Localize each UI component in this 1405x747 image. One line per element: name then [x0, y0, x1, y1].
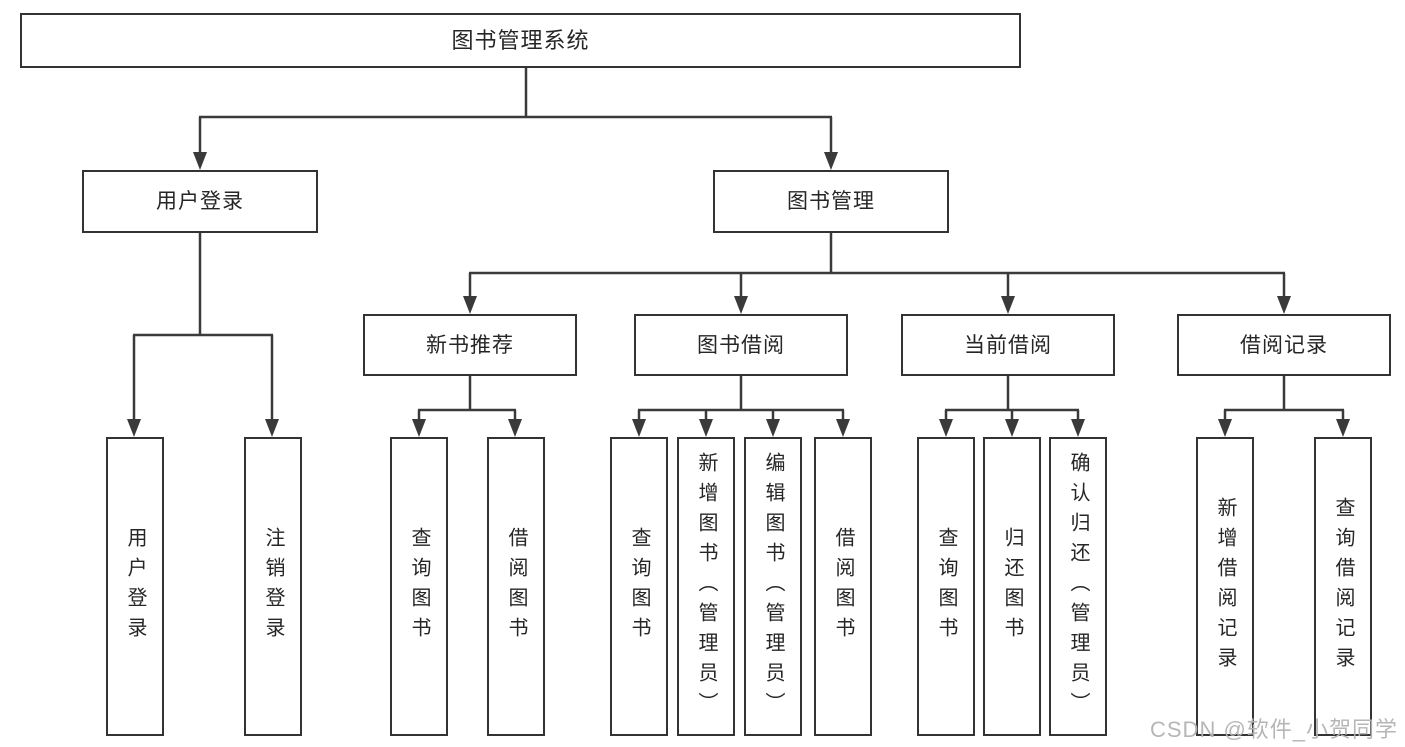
- leaf-logout: 注销登录: [244, 437, 302, 736]
- node-label: 编辑图书（管理员）: [762, 451, 784, 722]
- leaf-borrow-books: 借阅图书: [487, 437, 545, 736]
- node-label: 借阅记录: [1240, 333, 1328, 357]
- node-label: 新书推荐: [426, 333, 514, 357]
- node-borrow-records: 借阅记录: [1177, 314, 1391, 376]
- node-label: 用户登录: [124, 526, 146, 647]
- node-user-login: 用户登录: [82, 170, 318, 233]
- leaf-add-books-admin: 新增图书（管理员）: [677, 437, 735, 736]
- csdn-watermark: CSDN @软件_小贺同学: [1150, 717, 1399, 742]
- leaf-add-borrow-record: 新增借阅记录: [1196, 437, 1254, 736]
- node-current-borrow: 当前借阅: [901, 314, 1115, 376]
- leaf-query-books-2: 查询图书: [610, 437, 668, 736]
- node-label: 当前借阅: [964, 333, 1052, 357]
- node-label: 借阅图书: [832, 526, 854, 647]
- node-label: 用户登录: [156, 190, 244, 213]
- node-label: 归还图书: [1001, 526, 1023, 647]
- leaf-query-borrow-record: 查询借阅记录: [1314, 437, 1372, 736]
- node-label: 新增借阅记录: [1214, 496, 1236, 677]
- node-label: 图书管理系统: [451, 27, 590, 53]
- leaf-user-login: 用户登录: [106, 437, 164, 736]
- node-label: 查询图书: [628, 526, 650, 647]
- leaf-confirm-return-admin: 确认归还（管理员）: [1049, 437, 1107, 736]
- leaf-query-books: 查询图书: [390, 437, 448, 736]
- node-label: 查询借阅记录: [1332, 496, 1354, 677]
- node-label: 查询图书: [408, 526, 430, 647]
- leaf-return-books: 归还图书: [983, 437, 1041, 736]
- leaf-edit-books-admin: 编辑图书（管理员）: [744, 437, 802, 736]
- leaf-borrow-books-2: 借阅图书: [814, 437, 872, 736]
- node-label: 查询图书: [935, 526, 957, 647]
- node-label: 注销登录: [262, 526, 284, 647]
- leaf-query-books-3: 查询图书: [917, 437, 975, 736]
- node-book-borrow: 图书借阅: [634, 314, 848, 376]
- node-label: 借阅图书: [505, 526, 527, 647]
- node-library-management-system: 图书管理系统: [20, 13, 1021, 68]
- node-new-book-recommend: 新书推荐: [363, 314, 577, 376]
- node-label: 确认归还（管理员）: [1067, 451, 1089, 722]
- node-label: 图书管理: [787, 190, 875, 213]
- node-label: 图书借阅: [697, 333, 785, 357]
- node-book-management: 图书管理: [713, 170, 949, 233]
- node-label: 新增图书（管理员）: [695, 451, 717, 722]
